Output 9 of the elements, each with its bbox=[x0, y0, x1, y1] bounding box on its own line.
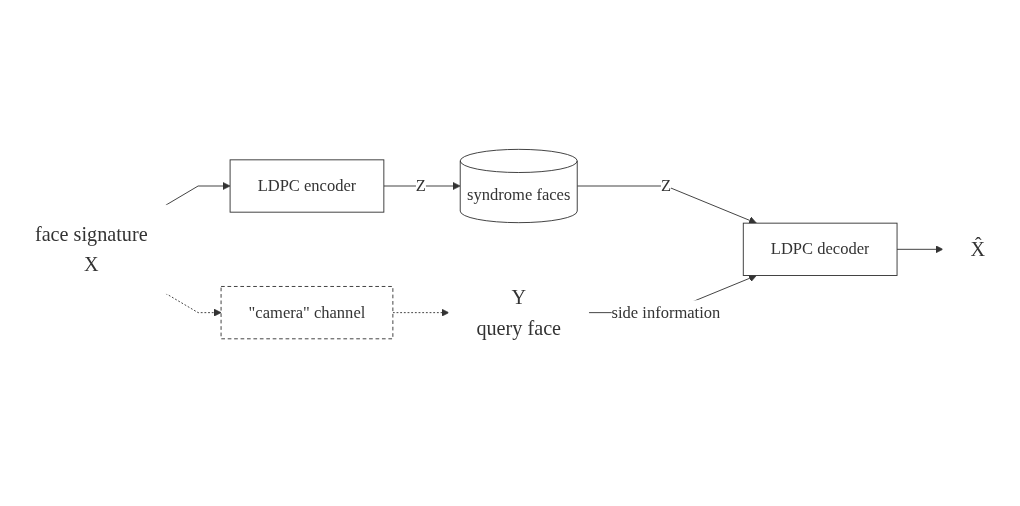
node-box: LDPC encoder bbox=[229, 159, 385, 213]
edge-label: side information bbox=[611, 302, 721, 322]
edge-label: Z bbox=[660, 176, 671, 195]
node-box: "camera" channel bbox=[220, 286, 394, 340]
node-text: X̂ bbox=[970, 237, 986, 261]
edge-label: Z bbox=[415, 176, 426, 195]
node-text: Y query face bbox=[476, 285, 562, 340]
node-box: LDPC decoder bbox=[742, 222, 898, 276]
node-text: face signature X bbox=[34, 222, 148, 276]
